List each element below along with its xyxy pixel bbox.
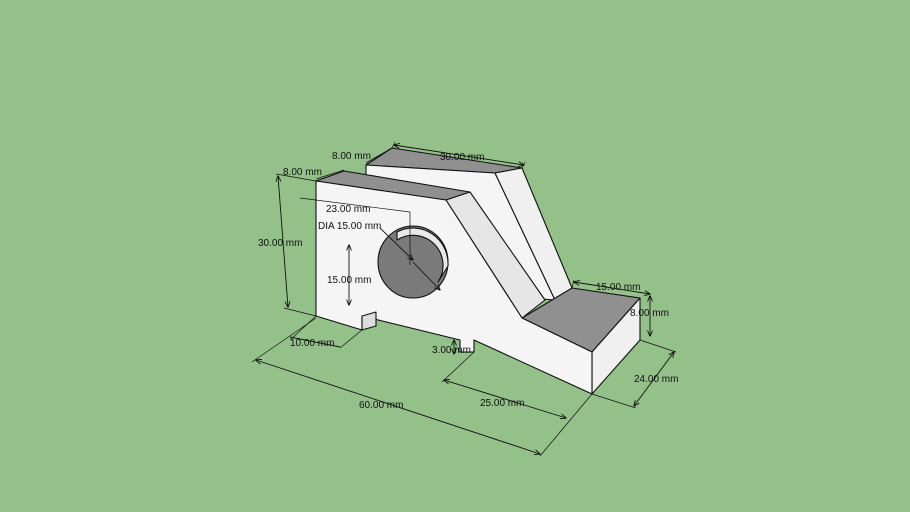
dim-line-total-height xyxy=(278,176,288,307)
dim-line-foot-width xyxy=(289,336,341,348)
ext-line xyxy=(339,329,363,349)
label-foot-width: 10.00 mm xyxy=(290,338,334,349)
dim-line-top-front xyxy=(315,169,345,180)
ext-line xyxy=(591,393,637,409)
ext-line xyxy=(289,315,317,341)
dimension-lines xyxy=(251,141,677,457)
ext-line xyxy=(251,317,317,363)
label-hole-height: 15.00 mm xyxy=(327,275,371,286)
ext-line xyxy=(539,393,593,457)
dim-line-top-back xyxy=(365,147,393,164)
dim-line-top-length xyxy=(394,145,524,165)
bore-hole-inner-wall xyxy=(396,227,449,283)
label-base-width: 24.00 mm xyxy=(634,374,678,385)
label-base-height: 8.00 mm xyxy=(630,308,669,319)
label-base-top-depth: 15.00 mm xyxy=(596,282,640,293)
dim-line-hole-diameter-2 xyxy=(412,261,440,290)
label-total-length: 60.00 mm xyxy=(359,400,403,411)
ext-line xyxy=(283,307,317,317)
dim-line-base-width xyxy=(634,352,674,406)
dim-line-base-top-depth xyxy=(574,282,650,294)
bracket-model xyxy=(315,147,641,395)
label-top-front-thickness: 8.00 mm xyxy=(283,167,322,178)
label-total-height: 30.00 mm xyxy=(258,238,302,249)
dim-line-base-length xyxy=(444,380,566,418)
ext-line xyxy=(639,339,677,353)
label-top-length: 30.00 mm xyxy=(440,152,484,163)
ext-line xyxy=(571,279,575,289)
label-base-length: 25.00 mm xyxy=(480,398,524,409)
label-top-back-thickness: 8.00 mm xyxy=(332,151,371,162)
dimension-labels: 8.00 mm 30.00 mm 8.00 mm 30.00 mm 23.00 … xyxy=(258,151,678,411)
foot-bottom-face xyxy=(361,311,377,331)
ext-line xyxy=(441,351,475,383)
dim-line-hole-diameter xyxy=(379,227,413,260)
label-hole-diameter: DIA 15.00 mm xyxy=(318,221,381,232)
label-hole-offset: 23.00 mm xyxy=(326,204,370,215)
ext-line xyxy=(299,197,411,213)
dim-line-total-length xyxy=(256,360,540,454)
label-notch-depth: 3.00 mm xyxy=(432,345,471,356)
